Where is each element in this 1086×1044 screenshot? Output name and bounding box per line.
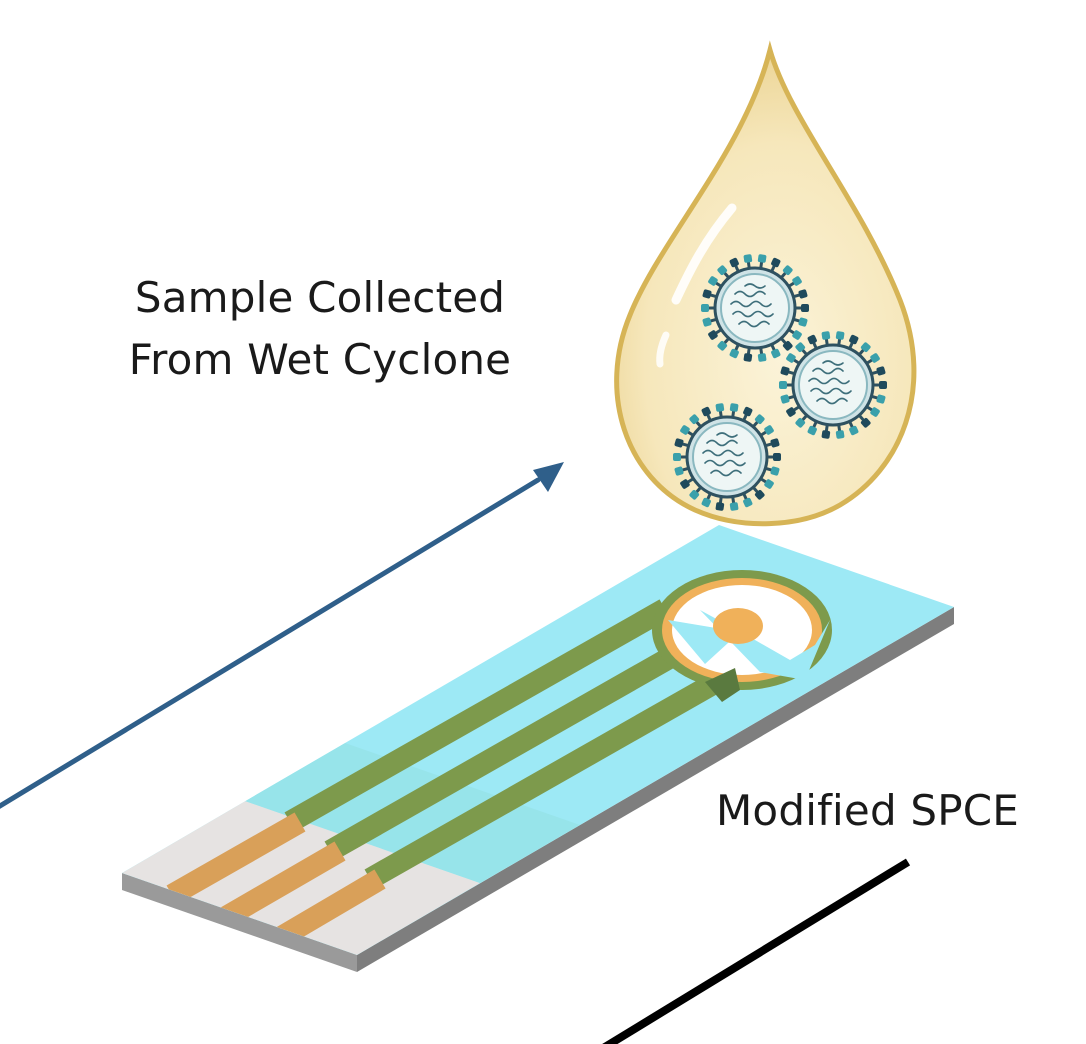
electrode-label: Modified SPCE [716,786,1020,835]
electrode-head [652,570,832,702]
working-electrode [713,608,763,644]
sample-label-line-1: Sample Collected [134,273,506,322]
electrode-pointer-line [602,858,911,1044]
conductive-traces [284,599,726,889]
electrode-strip [122,525,954,972]
sample-flow-arrow [0,462,564,809]
sample-source-label: Sample Collected From Wet Cyclone [0,267,640,391]
sample-label-line-2: From Wet Cyclone [128,335,512,384]
